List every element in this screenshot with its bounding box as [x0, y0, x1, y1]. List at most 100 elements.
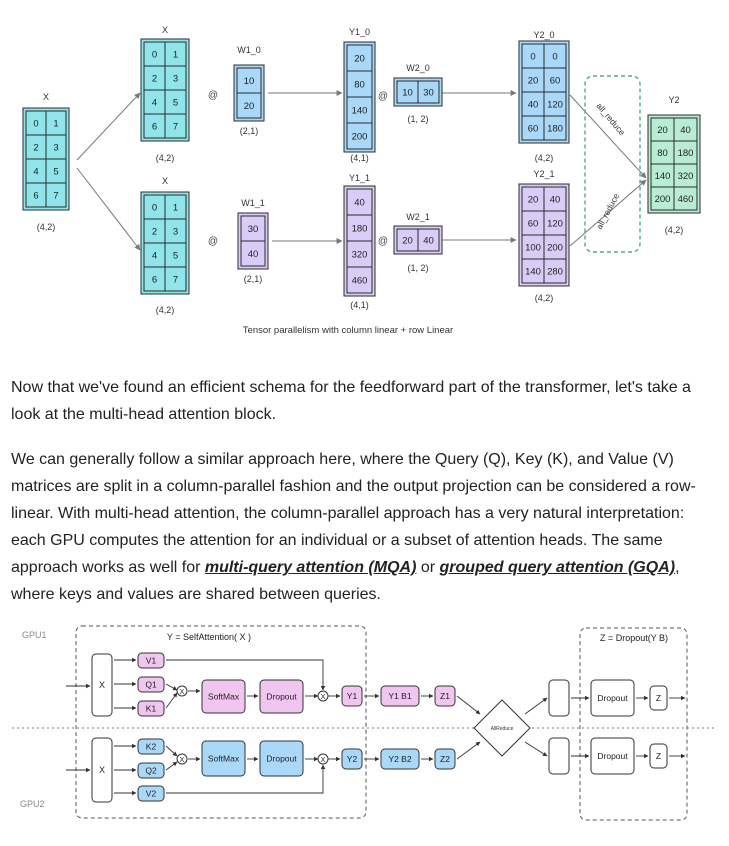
matrix-cell-value: 180 [678, 148, 694, 159]
pre-dropout-top [548, 679, 570, 717]
flow-arrow [166, 659, 326, 691]
y1b1-node: Y1 B1 [380, 685, 420, 707]
matrix-cell-value: 4 [152, 251, 157, 262]
link-mqa[interactable]: multi-query attention (MQA) [204, 559, 417, 576]
v2-node: V2 [137, 785, 165, 802]
x-input-bot: X [91, 737, 113, 803]
y2b2-node-box [380, 748, 420, 770]
v1-node-label: V1 [146, 656, 157, 666]
softmax-bot-label: SoftMax [208, 754, 240, 764]
zout-bot-label: Z [656, 751, 661, 761]
matrix-cell-value: 20 [528, 76, 539, 87]
matrix-cell-value: 7 [53, 191, 58, 202]
matrix-label: Y2 [668, 95, 679, 105]
diagram1-arrows [76, 90, 647, 251]
matrix-cell-value: 1 [53, 119, 58, 130]
matrix-cell [346, 188, 373, 216]
allreduce-diamond [473, 699, 531, 757]
dropout-top-box [259, 679, 304, 714]
flow-arrow [166, 764, 326, 794]
z1-node: Z1 [434, 685, 456, 707]
link-gqa[interactable]: grouped query attention (GQA) [439, 559, 676, 576]
matrix-cell-value: 1 [173, 203, 178, 214]
y2-node-label: Y2 [347, 754, 358, 764]
paragraph-text-a: We can generally follow a similar approa… [11, 451, 696, 576]
gpu1-label: GPU1 [22, 630, 47, 640]
matrix-cell-value: 7 [173, 122, 178, 133]
mult-bot-1-symbol: X [180, 757, 185, 764]
matrix-cell-value: 60 [528, 219, 539, 230]
matrix-cell [164, 266, 187, 292]
matrix-cell-value: 460 [352, 276, 368, 287]
matrix-cell-value: 320 [352, 250, 368, 261]
matrix-cell-value: 0 [552, 52, 557, 63]
matrix-cell [346, 266, 373, 294]
dropout-top-label: Dropout [266, 692, 297, 702]
z1-node-label: Z1 [440, 691, 450, 701]
flow-arrow [76, 92, 141, 161]
dropout-top: Dropout [259, 679, 304, 714]
dropout-bot-label: Dropout [266, 754, 297, 764]
matrix-cell-value: 6 [152, 275, 157, 286]
matrix-cell-value: 80 [354, 80, 365, 91]
allreduce-label: AllReduce [491, 726, 514, 732]
flow-arrow [165, 692, 178, 709]
matrix-cell [417, 80, 440, 104]
pre-dropout-top-box [548, 679, 570, 717]
matrix-label: Y1_1 [349, 173, 370, 183]
flow-arrow [524, 741, 548, 757]
matrix-cell-value: 140 [655, 171, 671, 182]
matrix-cell [45, 182, 67, 208]
matrix-cell-value: 200 [655, 194, 671, 205]
mult-bot-2-circle [317, 753, 329, 765]
softmax-top: SoftMax [201, 679, 246, 714]
matrix-cell-value: 4 [152, 98, 157, 109]
pre-dropout-bot [548, 737, 570, 775]
matrix-cell-value: 7 [173, 275, 178, 286]
matrix-cell-value: 3 [173, 74, 178, 85]
matrix-cell-value: 40 [423, 236, 434, 247]
mult-top-1-circle [176, 685, 188, 697]
softmax-top-box [201, 679, 246, 714]
mult-top-2-circle [317, 690, 329, 702]
matrix-cell-value: 3 [53, 143, 58, 154]
flow-arrow [165, 745, 178, 757]
flow-arrow [165, 761, 178, 771]
zout-bot-box [649, 743, 668, 769]
matrix-shape: (4,1) [350, 153, 369, 163]
matrix-cell-value: 20 [402, 236, 413, 247]
matrix-cell-value: 60 [528, 124, 539, 135]
flow-arrow [456, 695, 481, 715]
mult-top-2-symbol: X [321, 694, 326, 701]
matrix-cell-value: 0 [33, 119, 38, 130]
softmax-top-label: SoftMax [208, 692, 240, 702]
at-operator-top-1: @ [208, 90, 218, 101]
matrix-cell-value: 5 [173, 98, 178, 109]
matrix-cell-value: 3 [173, 227, 178, 238]
x-input-bot-box [91, 737, 113, 803]
matrix-cell-value: 80 [657, 148, 668, 159]
matrix-cell-value: 20 [354, 54, 365, 65]
matrix-cell-value: 0 [152, 50, 157, 61]
paragraph-text-b: or [416, 559, 440, 576]
mult-top-2: X [317, 690, 329, 702]
matrix-cell [417, 228, 440, 252]
at-operator-bottom-2: @ [378, 236, 388, 247]
y2-node-box [341, 748, 363, 770]
matrix-cell-value: 10 [402, 88, 413, 99]
matrix-label: Y1_0 [349, 27, 370, 37]
dropout-bot-box [259, 740, 304, 777]
y2-node: Y2 [341, 748, 363, 770]
matrix-cell-value: 6 [33, 191, 38, 202]
paragraph-attention: We can generally follow a similar approa… [11, 446, 717, 608]
matrix-shape: (1, 2) [407, 114, 428, 124]
y1b1-node-box [380, 685, 420, 707]
gpu2-label: GPU2 [20, 799, 45, 809]
at-operator-top-2: @ [378, 91, 388, 102]
